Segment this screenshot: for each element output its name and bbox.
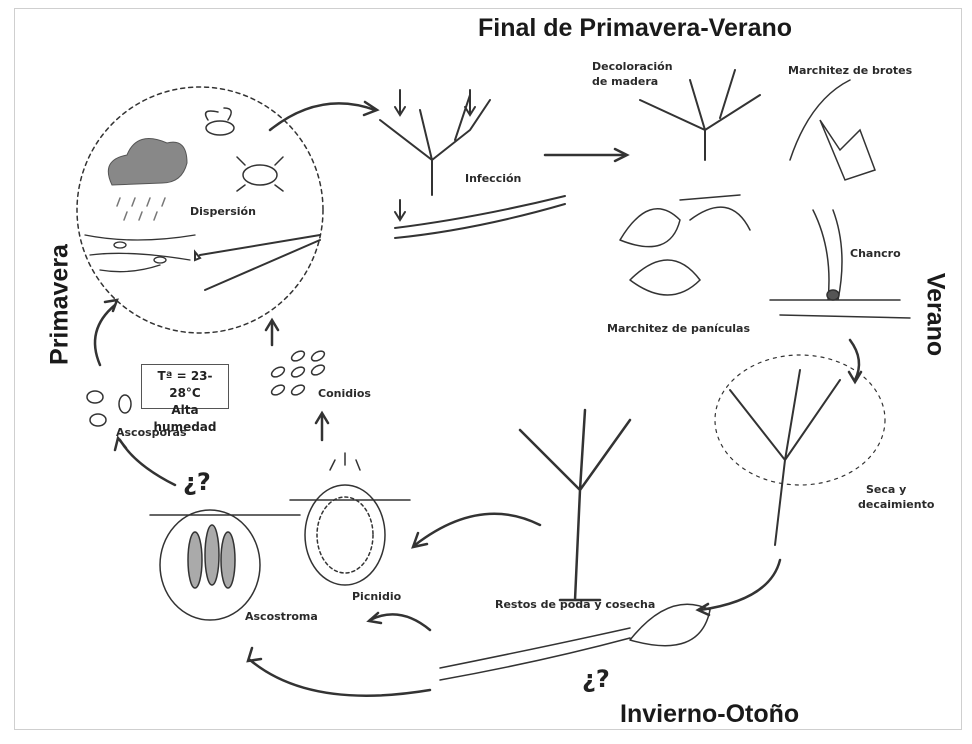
canker-icon	[769, 209, 911, 319]
label-marchitez-paniculas: Marchitez de panículas	[607, 322, 751, 335]
arrow-to-winter	[698, 558, 782, 612]
ascospores-icon	[86, 390, 132, 427]
arrow-primavera-up	[93, 303, 117, 367]
pruning-shears-icon	[194, 234, 321, 291]
label-marchitez-brotes: Marchitez de brotes	[788, 64, 913, 77]
arrow-to-pycnidium	[413, 512, 542, 547]
label-infeccion: Infección	[465, 172, 522, 185]
pycnidium-icon	[289, 452, 411, 586]
label-ascostroma: Ascostroma	[245, 610, 318, 623]
title-invierno-otono: Invierno-Otoño	[620, 700, 800, 728]
decolored-branch-icon	[639, 69, 761, 161]
frame-border	[14, 8, 962, 730]
arrow-to-ascostroma	[248, 658, 432, 697]
question-mark-debris: ¿?	[582, 665, 610, 693]
ascostroma-icon	[149, 509, 301, 621]
humidity-text: Alta humedad	[153, 403, 217, 434]
label-seca-1: Seca y	[866, 483, 907, 496]
temperature-text: Tª = 23-28°C	[157, 369, 213, 400]
debris-branch-icon	[439, 603, 711, 681]
cycle-arrows	[93, 100, 863, 697]
dispersion-circle	[76, 86, 324, 334]
debris-icon	[84, 234, 196, 273]
conditions-box: Tª = 23-28°C Alta humedad	[141, 364, 229, 434]
conidia-icon	[270, 350, 326, 396]
question-mark-ascostroma: ¿?	[183, 468, 211, 496]
label-conidios: Conidios	[318, 387, 371, 400]
arrow-to-infection	[268, 102, 377, 132]
pruned-tree-icon	[518, 408, 632, 602]
declining-tree-icon	[714, 354, 886, 546]
wasp-icon	[204, 107, 235, 136]
label-seca-2: decaimiento	[858, 498, 935, 511]
arrow-to-picnidio-label	[368, 613, 432, 632]
label-ascosporas: Ascosporas	[116, 426, 187, 439]
title-verano: Verano	[921, 272, 950, 357]
infected-branch-icon	[379, 89, 566, 239]
rain-icon	[116, 197, 166, 221]
label-decoloracion-2: de madera	[592, 75, 659, 88]
arrow-to-ascospores	[118, 438, 177, 487]
label-restos: Restos de poda y cosecha	[495, 598, 656, 611]
cloud-icon	[107, 138, 188, 186]
label-dispersion: Dispersión	[190, 205, 256, 218]
label-chancro: Chancro	[850, 247, 901, 260]
beetle-icon	[236, 156, 284, 192]
panicle-leaves-icon	[619, 194, 751, 296]
arrow-to-decline	[848, 338, 861, 382]
title-final-primavera-verano: Final de Primavera-Verano	[478, 14, 793, 42]
title-primavera: Primavera	[45, 244, 74, 365]
label-picnidio: Picnidio	[352, 590, 402, 603]
label-decoloracion-1: Decoloración	[592, 60, 673, 73]
wilted-shoot-icon	[789, 79, 876, 181]
